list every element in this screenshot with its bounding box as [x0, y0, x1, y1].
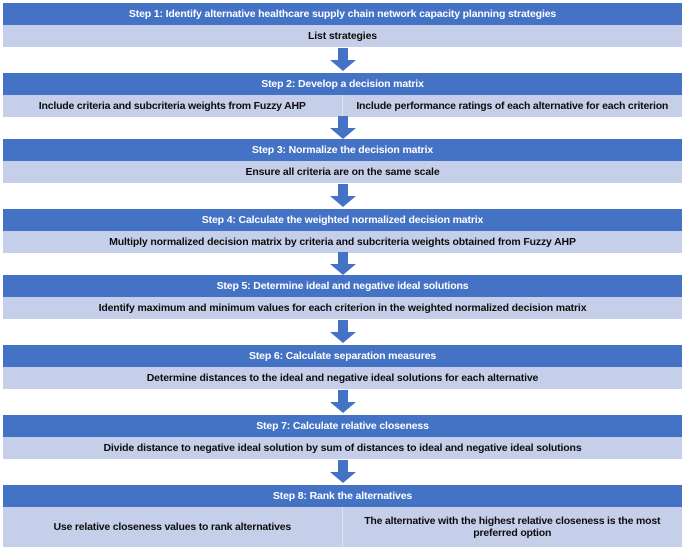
step-2-body-right: Include performance ratings of each alte…: [356, 99, 669, 112]
flow-step-3[interactable]: Step 3: Normalize the decision matrix En…: [3, 139, 682, 183]
flow-step-1[interactable]: Step 1: Identify alternative healthcare …: [3, 3, 682, 47]
step-2-body: Include criteria and subcriteria weights…: [3, 95, 682, 117]
connector-7-to-8: [3, 459, 682, 485]
step-7-body: Divide distance to negative ideal soluti…: [3, 437, 682, 459]
flow-step-8[interactable]: Step 8: Rank the alternatives Use relati…: [3, 485, 682, 547]
step-2-header: Step 2: Develop a decision matrix: [3, 73, 682, 95]
step-6-header: Step 6: Calculate separation measures: [3, 345, 682, 367]
step-5-body: Identify maximum and minimum values for …: [3, 297, 682, 319]
down-arrow-icon: [329, 320, 356, 343]
connector-5-to-6: [3, 319, 682, 345]
step-8-body-right: The alternative with the highest relativ…: [364, 514, 661, 540]
step-3-body: Ensure all criteria are on the same scal…: [3, 161, 682, 183]
step-1-body: List strategies: [3, 25, 682, 47]
flow-step-7[interactable]: Step 7: Calculate relative closeness Div…: [3, 415, 682, 459]
connector-2-to-3: [3, 116, 682, 139]
step-5-header: Step 5: Determine ideal and negative ide…: [3, 275, 682, 297]
flow-step-2[interactable]: Step 2: Develop a decision matrix Includ…: [3, 73, 682, 117]
step-7-header: Step 7: Calculate relative closeness: [3, 415, 682, 437]
step-4-header: Step 4: Calculate the weighted normalize…: [3, 209, 682, 231]
connector-6-to-7: [3, 389, 682, 415]
step-3-header: Step 3: Normalize the decision matrix: [3, 139, 682, 161]
flowchart-canvas: Step 1: Identify alternative healthcare …: [3, 3, 682, 547]
step-8-header: Step 8: Rank the alternatives: [3, 485, 682, 507]
connector-3-to-4: [3, 183, 682, 209]
flow-step-4[interactable]: Step 4: Calculate the weighted normalize…: [3, 209, 682, 253]
step-1-header: Step 1: Identify alternative healthcare …: [3, 3, 682, 25]
down-arrow-icon: [329, 390, 356, 413]
down-arrow-icon: [329, 48, 356, 71]
connector-1-to-2: [3, 47, 682, 73]
step-8-body: Use relative closeness values to rank al…: [3, 507, 682, 547]
down-arrow-icon: [329, 184, 356, 207]
flow-step-6[interactable]: Step 6: Calculate separation measures De…: [3, 345, 682, 389]
step-6-body: Determine distances to the ideal and neg…: [3, 367, 682, 389]
down-arrow-icon: [329, 252, 356, 275]
flow-step-5[interactable]: Step 5: Determine ideal and negative ide…: [3, 275, 682, 319]
step-4-body: Multiply normalized decision matrix by c…: [3, 231, 682, 253]
down-arrow-icon: [329, 460, 356, 483]
down-arrow-icon: [329, 116, 356, 139]
step-2-body-left: Include criteria and subcriteria weights…: [3, 95, 343, 117]
connector-4-to-5: [3, 252, 682, 275]
step-8-body-left: Use relative closeness values to rank al…: [3, 507, 343, 547]
